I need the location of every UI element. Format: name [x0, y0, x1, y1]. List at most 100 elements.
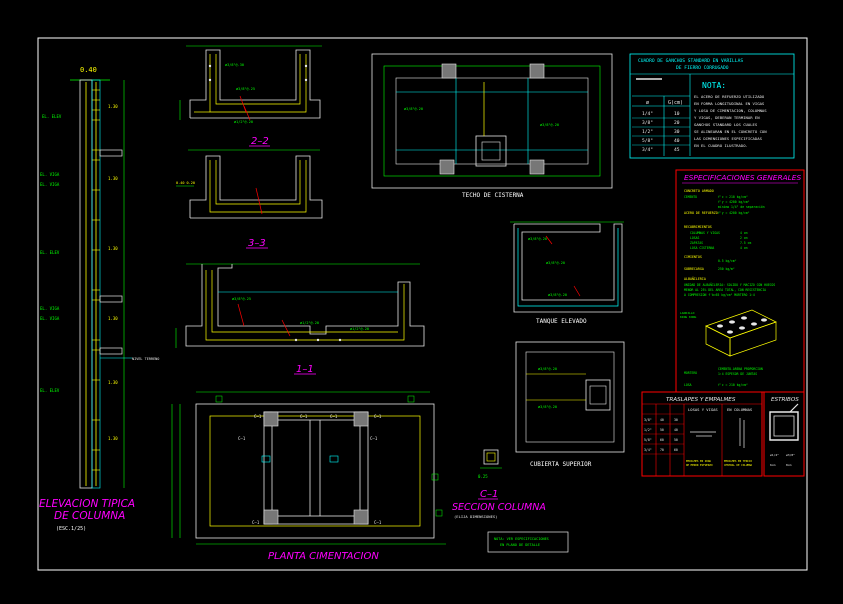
svg-text:MENOR AL 25% DEL AREA TOTAL, C: MENOR AL 25% DEL AREA TOTAL, CON RESISTE… [684, 288, 766, 292]
svg-text:ALBAÑILERIA: ALBAÑILERIA [684, 276, 706, 281]
svg-text:EN PLANO DE DETALLE: EN PLANO DE DETALLE [500, 543, 540, 547]
svg-text:0.40 0.20: 0.40 0.20 [176, 181, 195, 185]
svg-text:C–1: C–1 [300, 414, 308, 419]
svg-text:1.30: 1.30 [108, 436, 118, 441]
svg-text:C–1: C–1 [238, 436, 246, 441]
svg-text:ø3/8"@.25: ø3/8"@.25 [232, 297, 251, 301]
svg-text:ø3/8"@.30: ø3/8"@.30 [225, 63, 244, 67]
column-section-title: SECCION COLUMNA [452, 502, 546, 513]
svg-text:f'c = 210 kg/cm²: f'c = 210 kg/cm² [718, 383, 748, 387]
hooks-col-diameter: ø [646, 100, 649, 106]
svg-text:CEMENTO: CEMENTO [684, 195, 697, 199]
hooks-note-line: GANCHOS STANDARD LOS CUALES [694, 122, 758, 127]
drawing-frame [37, 37, 808, 571]
top-cover-title: CUBIERTA SUPERIOR [530, 461, 592, 468]
svg-text:KING KONG: KING KONG [680, 315, 696, 319]
svg-text:ACERO DE REFUERZO: ACERO DE REFUERZO [684, 211, 718, 215]
svg-text:CENTRAL DE COLUMNA: CENTRAL DE COLUMNA [724, 463, 753, 467]
svg-text:LOSAS: LOSAS [690, 236, 699, 240]
hooks-row-d: 3/4" [642, 147, 653, 153]
hooks-note-line: EN FORMA LONGITUDINAL EN VIGAS [694, 101, 765, 106]
hooks-nota: NOTA: [702, 81, 726, 90]
elevation-title-line1: ELEVACION TIPICA [39, 498, 135, 510]
hooks-row-d: 5/8" [642, 138, 653, 144]
column-elevation: 0.40 1.301.301.30 1.301.301.30 [39, 66, 159, 532]
section-3-3-title: 3–3 [248, 238, 266, 249]
svg-text:f'y = 4200 kg/cm²: f'y = 4200 kg/cm² [718, 211, 750, 215]
column-section-sub: (ELIJA DIMENSIONES) [454, 514, 497, 519]
svg-text:ø3/8"@.20: ø3/8"@.20 [546, 261, 565, 265]
svg-text:C–1: C–1 [370, 436, 378, 441]
svg-text:C–1: C–1 [252, 520, 260, 525]
svg-text:MORTERO: MORTERO [684, 371, 697, 375]
hooks-col-g: G(cm) [668, 100, 683, 106]
svg-text:UNIDAD DE ALBAÑILERIA: SOLIDO: UNIDAD DE ALBAÑILERIA: SOLIDO Y MACIZO C… [684, 282, 775, 287]
hooks-note-line: Y LOSA DE CIMENTACION, COLUMNAS [694, 108, 767, 113]
svg-text:EL. ELEV: EL. ELEV [40, 388, 60, 393]
section-2-2-title: 2–2 [251, 136, 269, 147]
splices-table: TRASLAPES Y EMPALMES LOSAS Y VIGAS EN CO… [641, 391, 763, 477]
section-3-3: 0.40 0.20 3–3 [176, 149, 323, 249]
svg-text:5/8": 5/8" [644, 438, 652, 442]
svg-text:f'y = 4200 kg/cm²: f'y = 4200 kg/cm² [718, 200, 750, 204]
elevation-title-line2: DE COLUMNA [54, 510, 125, 522]
general-specs: ESPECIFICACIONES GENERALES CONCRETO ARMA… [675, 169, 805, 393]
svg-text:ø3/8": ø3/8" [786, 453, 795, 457]
column-section-tag: C–1 [480, 489, 498, 500]
svg-text:C–1: C–1 [254, 414, 262, 419]
note-box [487, 531, 569, 553]
svg-text:7.5 cm: 7.5 cm [740, 241, 751, 245]
svg-text:3/8": 3/8" [644, 418, 652, 422]
svg-text:EL. VIGA: EL. VIGA [40, 182, 60, 187]
hooks-note-line: EN EL CUADRO ILUSTRADO. [694, 143, 748, 148]
hooks-title-line1: CUADRO DE GANCHOS STANDARD EN VARILLAS [638, 58, 743, 64]
svg-text:40: 40 [660, 418, 664, 422]
svg-text:2 cm: 2 cm [740, 236, 748, 240]
svg-text:EL. ELEV: EL. ELEV [42, 114, 62, 119]
svg-text:f'c = 210 kg/cm²: f'c = 210 kg/cm² [718, 195, 748, 199]
svg-text:DE MENOR ESFUERZO: DE MENOR ESFUERZO [686, 463, 713, 467]
svg-text:CONCRETO ARMADO: CONCRETO ARMADO [684, 189, 714, 193]
svg-text:A COMPRESION f'b=65 kg/cm² MOR: A COMPRESION f'b=65 kg/cm² MORTERO 1:4 [684, 293, 755, 297]
hooks-note-line: EL ACERO DE REFUERZO UTILIZADO [694, 94, 765, 99]
svg-text:ø1/2"@.20: ø1/2"@.20 [300, 321, 319, 325]
svg-text:4 cm: 4 cm [740, 231, 748, 235]
svg-text:6cm: 6cm [770, 463, 776, 467]
column-section: 0.25 C–1 SECCION COLUMNA (ELIJA DIMENSIO… [452, 449, 546, 519]
svg-text:0.25: 0.25 [478, 474, 488, 479]
svg-text:C–1: C–1 [330, 414, 338, 419]
foundation-plan-title: PLANTA CIMENTACION [268, 551, 379, 562]
svg-text:C–1: C–1 [374, 520, 382, 525]
section-2-2: ø3/8"@.25 ø3/8"@.30 ø1/2"@.20 2–2 [179, 45, 322, 147]
svg-text:ø3/8"@.25: ø3/8"@.25 [236, 87, 255, 91]
svg-text:1:4 ESPESOR DE JUNTAS: 1:4 ESPESOR DE JUNTAS [718, 372, 757, 376]
svg-text:0.5 kg/cm²: 0.5 kg/cm² [718, 259, 737, 263]
svg-text:50: 50 [674, 438, 678, 442]
svg-text:NOTA: VER ESPECIFICACIONES: NOTA: VER ESPECIFICACIONES [494, 537, 549, 541]
hooks-note-line: SE ALINEARAN EN EL CONCRETO CON [694, 129, 767, 134]
svg-text:LOSA CISTERNA: LOSA CISTERNA [690, 246, 714, 250]
svg-text:70: 70 [660, 448, 664, 452]
svg-text:30: 30 [674, 418, 678, 422]
svg-text:ø3/8"@.20: ø3/8"@.20 [548, 293, 567, 297]
svg-text:4 cm: 4 cm [740, 246, 748, 250]
svg-text:60: 60 [674, 448, 678, 452]
svg-text:EL. VIGA: EL. VIGA [40, 306, 60, 311]
hooks-note-line: LAS DIMENSIONES ESPECIFICADAS [694, 136, 763, 141]
hooks-title-line2: DE FIERRO CORRUGADO [676, 65, 729, 71]
svg-text:SOBRECARGA: SOBRECARGA [684, 267, 704, 271]
svg-text:mínimo 1/4" de separación: mínimo 1/4" de separación [718, 205, 765, 209]
elevation-top-dim: 0.40 [80, 66, 97, 74]
svg-text:ø1/2"@.20: ø1/2"@.20 [234, 120, 253, 124]
splices-col1: LOSAS Y VIGAS [688, 407, 718, 412]
svg-text:EL. VIGA: EL. VIGA [40, 172, 60, 177]
splices-col2: EN COLUMNAS [727, 407, 753, 412]
svg-text:CEMENTO-ARENA PROPORCION: CEMENTO-ARENA PROPORCION [718, 367, 763, 371]
svg-text:1.30: 1.30 [108, 380, 118, 385]
svg-text:40: 40 [674, 428, 678, 432]
